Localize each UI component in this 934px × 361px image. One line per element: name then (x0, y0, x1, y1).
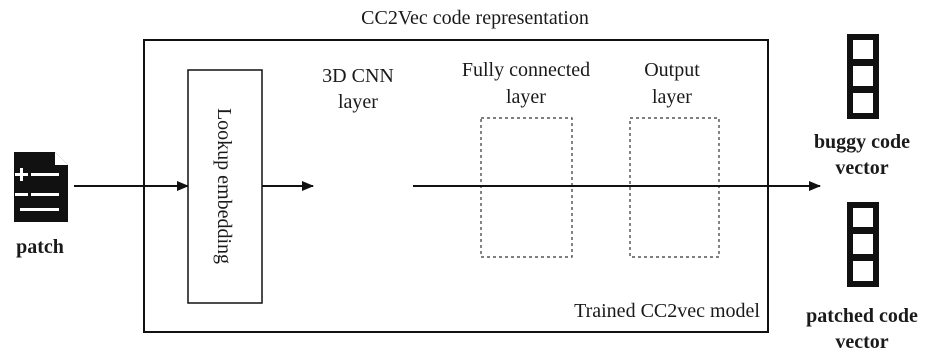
patched-vector-icon (847, 202, 879, 287)
output-layer-label-line2: layer (652, 86, 692, 108)
patched-vector-label-line1: patched code (806, 305, 918, 327)
patch-file-icon (14, 152, 68, 222)
buggy-vector-label-line1: buggy code (814, 131, 910, 153)
patched-vector-label-line2: vector (835, 331, 888, 353)
diagram-title: CC2Vec code representation (361, 7, 589, 29)
fc-layer-label-line2: layer (506, 86, 546, 108)
fc-layer-box (480, 117, 573, 258)
fc-layer-label-line1: Fully connected (462, 59, 590, 81)
patch-label: patch (16, 236, 64, 258)
output-layer-label-line1: Output (644, 59, 700, 81)
cnn-layer-label-line2: layer (338, 91, 378, 113)
lookup-embedding-label: Lookup embedding (213, 108, 235, 264)
lookup-embedding-box (187, 69, 263, 304)
cnn-layer-label-line1: 3D CNN (322, 65, 394, 87)
buggy-vector-icon (847, 34, 879, 119)
buggy-vector-label-line2: vector (835, 157, 888, 179)
model-label: Trained CC2vec model (574, 300, 760, 322)
output-layer-box (629, 117, 720, 258)
